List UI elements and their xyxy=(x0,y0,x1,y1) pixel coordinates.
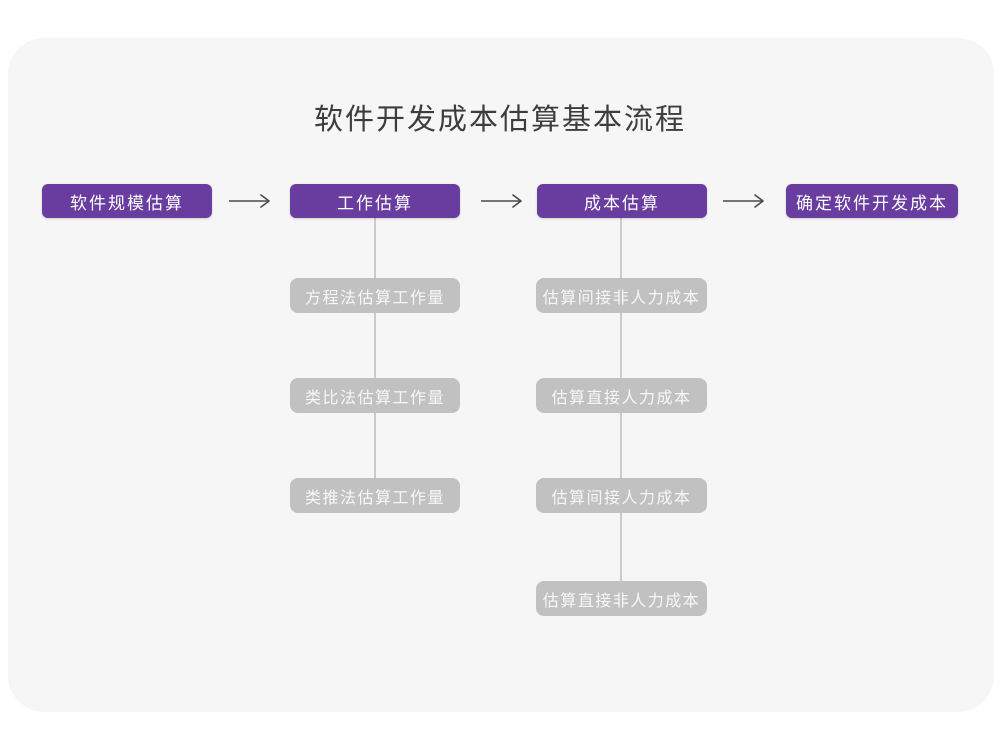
arrow-right-icon xyxy=(722,194,766,208)
diagram-card-background xyxy=(8,38,994,712)
subnode-analogy-method: 类比法估算工作量 xyxy=(290,378,460,413)
node-software-scale-estimation: 软件规模估算 xyxy=(42,184,212,218)
subnode-equation-method: 方程法估算工作量 xyxy=(290,278,460,313)
arrow-right-icon xyxy=(228,194,272,208)
diagram-title: 软件开发成本估算基本流程 xyxy=(313,104,686,136)
subnode-extrapolation-method: 类推法估算工作量 xyxy=(290,478,460,513)
subnode-indirect-nonlabor-cost: 估算间接非人力成本 xyxy=(536,278,707,313)
node-cost-estimation: 成本估算 xyxy=(537,184,707,218)
subnode-direct-labor-cost: 估算直接人力成本 xyxy=(536,378,707,413)
subnode-direct-nonlabor-cost: 估算直接非人力成本 xyxy=(536,581,707,616)
work-column-connector-line xyxy=(374,218,376,480)
subnode-indirect-labor-cost: 估算间接人力成本 xyxy=(536,478,707,513)
arrow-right-icon xyxy=(480,194,524,208)
node-determine-development-cost: 确定软件开发成本 xyxy=(786,184,958,218)
node-work-estimation: 工作估算 xyxy=(290,184,460,218)
